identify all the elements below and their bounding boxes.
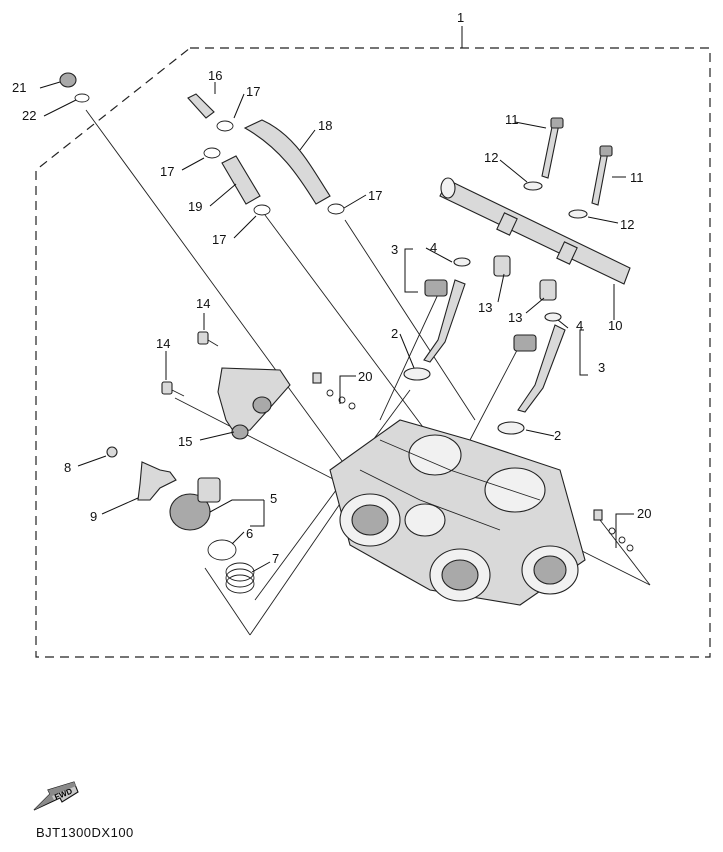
fwd-arrow-icon: FWD: [33, 781, 79, 811]
callout-18: 18: [318, 118, 332, 133]
guide-lines: [85, 109, 651, 636]
screws-20: [312, 372, 634, 552]
callout-3: 3: [391, 242, 398, 257]
callout-14: 14: [196, 296, 210, 311]
callout-labels: 1 2 2 3 3 4 4 5 6 7 8 9 10 11 11 12 12 1…: [12, 10, 651, 566]
hose-19: [221, 155, 261, 205]
collar-left: [493, 255, 511, 277]
bracket-15: [217, 367, 291, 433]
callout-5: 5: [270, 491, 277, 506]
callout-20: 20: [358, 369, 372, 384]
screws-14: [161, 331, 219, 397]
callout-15: 15: [178, 434, 192, 449]
callout-13: 13: [508, 310, 522, 325]
fuel-injector-left: [423, 279, 466, 363]
screw-8: [106, 446, 118, 458]
collar-right: [539, 279, 557, 301]
callout-11: 11: [630, 170, 644, 185]
callout-12: 12: [620, 217, 634, 232]
callout-14: 14: [156, 336, 170, 351]
cap-21: [59, 72, 77, 88]
clip-22: [74, 93, 90, 103]
callout-21: 21: [12, 80, 26, 95]
callout-16: 16: [208, 68, 222, 83]
fuel-rail: [439, 177, 631, 285]
callout-17: 17: [160, 164, 174, 179]
hose-clips: [203, 120, 345, 216]
callout-22: 22: [22, 108, 36, 123]
sensor-5: [169, 477, 221, 531]
rail-bolts: [541, 117, 613, 206]
callout-9: 9: [90, 509, 97, 524]
callout-10: 10: [608, 318, 622, 333]
callout-20: 20: [637, 506, 651, 521]
callout-1: 1: [457, 10, 464, 25]
callout-4: 4: [430, 240, 437, 255]
lever-9: [137, 461, 177, 501]
fuel-injector-right: [513, 324, 566, 413]
callout-2: 2: [554, 428, 561, 443]
callout-2: 2: [391, 326, 398, 341]
hose-18: [243, 119, 331, 205]
callout-7: 7: [272, 551, 279, 566]
callout-6: 6: [246, 526, 253, 541]
callout-3: 3: [598, 360, 605, 375]
callout-13: 13: [478, 300, 492, 315]
callout-17: 17: [246, 84, 260, 99]
o-ring-6: [207, 539, 237, 561]
assembly-boundary: [35, 47, 711, 658]
callout-11: 11: [505, 112, 519, 127]
throttle-body: [329, 419, 586, 606]
spring-7: [225, 562, 255, 594]
fitting-16: [187, 93, 215, 119]
seals: [403, 181, 588, 435]
callout-17: 17: [368, 188, 382, 203]
callout-leaders: [39, 81, 634, 573]
callout-19: 19: [188, 199, 202, 214]
callout-8: 8: [64, 460, 71, 475]
callout-12: 12: [484, 150, 498, 165]
callout-4: 4: [576, 318, 583, 333]
callout-17: 17: [212, 232, 226, 247]
drawing-code: BJT1300DX100: [36, 825, 134, 840]
